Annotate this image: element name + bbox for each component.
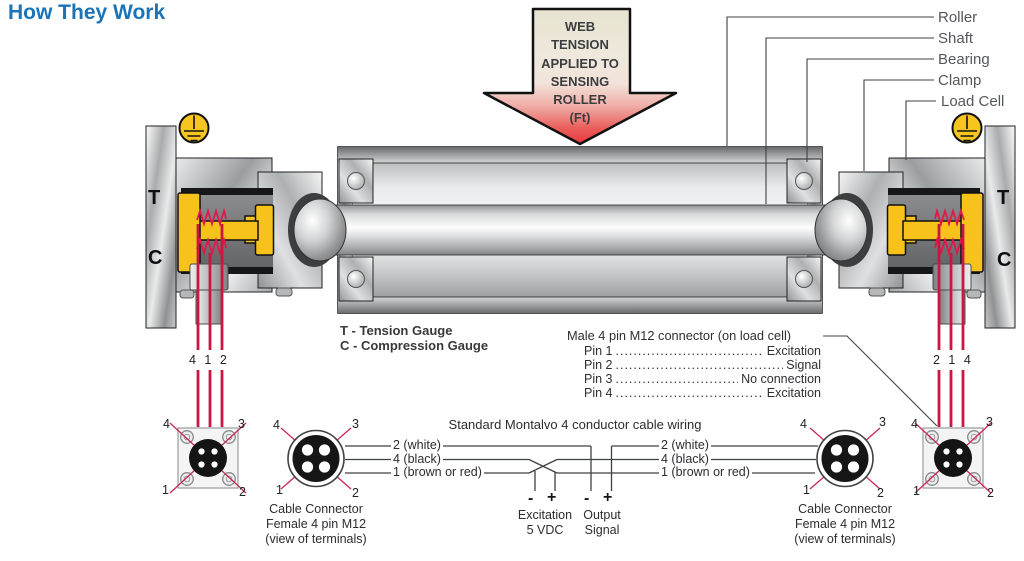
right-circle-pin-2: 2 [877, 486, 884, 500]
left-wire-brown-label: 1 (brown or red) [391, 465, 484, 479]
right-compression-gauge-letter: C [997, 249, 1012, 271]
right-connectors [809, 422, 992, 494]
right-cable-wire-numbers: 2 1 4 [933, 353, 974, 367]
wiring-title: Standard Montalvo 4 conductor cable wiri… [448, 417, 702, 432]
pin-row-4: Pin 4 Excitation [584, 386, 821, 400]
left-circle-pin-2: 2 [352, 486, 359, 500]
left-circle-pin-4: 4 [273, 418, 280, 432]
left-square-pin-4: 4 [163, 417, 170, 431]
excitation-terminal-caption: Excitation 5 VDC [517, 508, 573, 537]
dotted-leader [616, 344, 764, 358]
leader-lines [726, 16, 938, 427]
right-square-pin-1: 1 [913, 484, 920, 498]
right-circle-pin-3: 3 [879, 415, 886, 429]
right-tension-gauge-letter: T [997, 187, 1010, 209]
right-load-cell-assembly [813, 112, 1017, 429]
label-clamp: Clamp [938, 72, 982, 89]
left-connectors [169, 422, 352, 494]
pin-row-1: Pin 1 Excitation [584, 344, 821, 358]
male-connector-pinout: Pin 1 Excitation Pin 2 Signal Pin 3 No c… [584, 344, 821, 400]
excitation-minus-sign: - [528, 490, 534, 507]
dotted-leader [616, 372, 739, 386]
label-shaft: Shaft [938, 30, 974, 47]
web-tension-arrow [482, 7, 678, 146]
load-cell-cable-wires [196, 224, 224, 427]
left-square-pin-3: 3 [238, 417, 245, 431]
pin-row-2: Pin 2 Signal [584, 358, 821, 372]
right-circle-pin-1: 1 [803, 483, 810, 497]
label-bearing: Bearing [938, 51, 990, 68]
left-wire-black-label: 4 (black) [391, 451, 443, 466]
left-load-cell-assembly [145, 112, 347, 427]
excitation-plus-sign: + [547, 489, 557, 506]
shaft [251, 204, 909, 256]
web-tension-arrow-text: WEB TENSION APPLIED TO SENSING ROLLER (F… [541, 19, 619, 126]
right-square-pin-2: 2 [987, 486, 994, 500]
left-wire-white-label: 2 (white) [391, 438, 443, 452]
dotted-leader [616, 386, 764, 400]
right-female-connector-caption: Cable Connector Female 4 pin M12 (view o… [794, 502, 896, 546]
dotted-leader [616, 358, 784, 372]
right-wire-brown-label: 1 (brown or red) [659, 465, 752, 479]
left-cable-wire-numbers: 4 1 2 [189, 353, 230, 367]
left-compression-gauge-letter: C [148, 247, 163, 269]
right-wire-white-label: 2 (white) [659, 438, 711, 452]
output-plus-sign: + [603, 489, 613, 506]
output-terminal-caption: Output Signal [583, 508, 621, 537]
left-square-pin-1: 1 [162, 483, 169, 497]
label-load-cell: Load Cell [941, 93, 1005, 110]
left-tension-gauge-letter: T [148, 187, 161, 209]
tension-strain-gauge [196, 207, 227, 228]
bearings [338, 158, 822, 302]
page-title: How They Work [8, 1, 166, 24]
tension-gauge-legend: T - Tension Gauge [340, 323, 453, 338]
left-female-connector-caption: Cable Connector Female 4 pin M12 (view o… [265, 502, 367, 546]
male-connector-title: Male 4 pin M12 connector (on load cell) [567, 328, 792, 343]
right-square-pin-4: 4 [911, 417, 918, 431]
label-roller: Roller [938, 9, 978, 26]
right-wire-black-label: 4 (black) [659, 451, 711, 466]
left-square-pin-2: 2 [239, 485, 246, 499]
right-circle-pin-4: 4 [800, 417, 807, 431]
left-circle-pin-3: 3 [352, 417, 359, 431]
right-square-pin-3: 3 [986, 415, 993, 429]
output-minus-sign: - [584, 490, 590, 507]
compression-gauge-legend: C - Compression Gauge [340, 338, 489, 353]
left-circle-pin-1: 1 [276, 483, 283, 497]
pin-row-3: Pin 3 No connection [584, 372, 821, 386]
